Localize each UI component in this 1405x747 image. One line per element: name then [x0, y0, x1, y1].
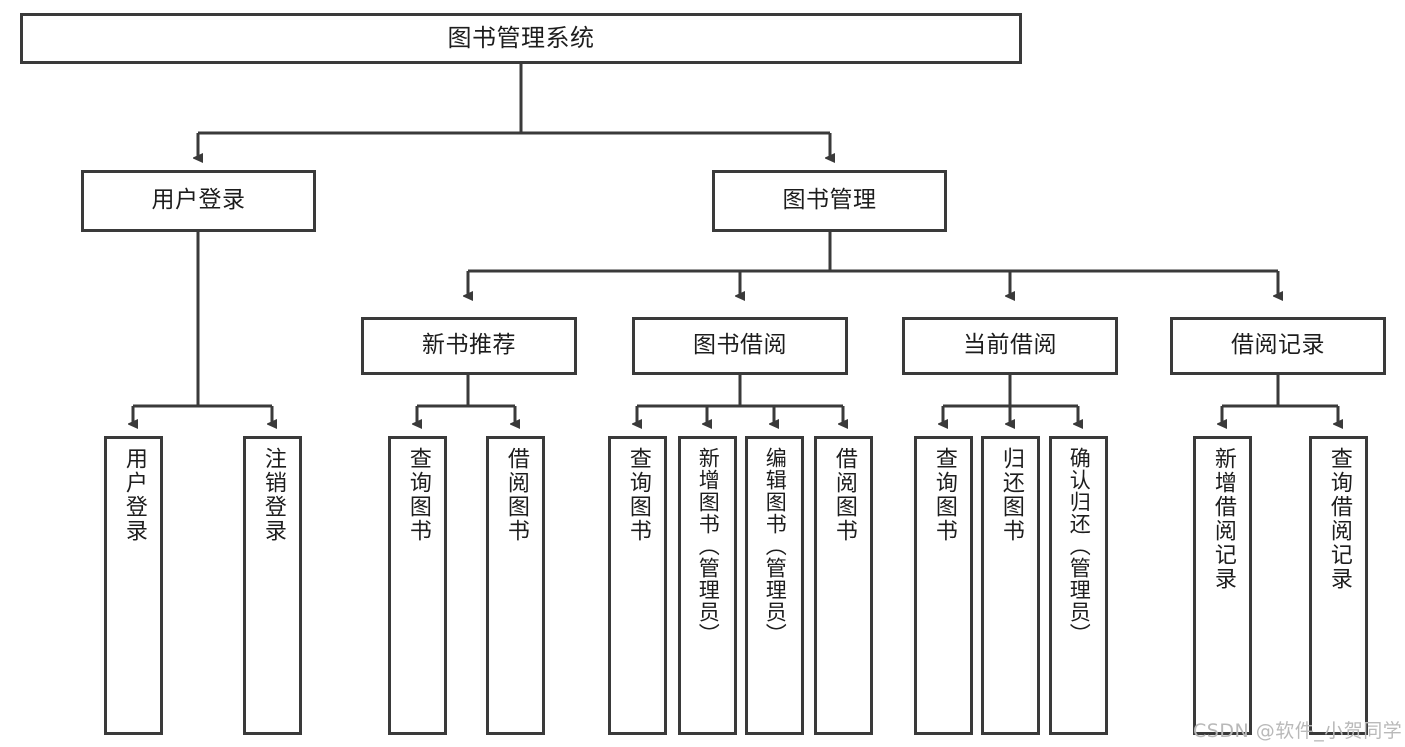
node-label: 新增图书（管理员）	[696, 447, 721, 645]
node-new-book-recommend[interactable]: 新书推荐	[361, 317, 577, 375]
node-book-borrow[interactable]: 图书借阅	[632, 317, 848, 375]
node-borrow-records[interactable]: 借阅记录	[1170, 317, 1386, 375]
leaf-borrow-records-query-record[interactable]: 查询借阅记录	[1309, 436, 1368, 735]
node-current-borrow[interactable]: 当前借阅	[902, 317, 1118, 375]
node-label: 编辑图书（管理员）	[763, 447, 788, 645]
leaf-user-login-logout[interactable]: 注销登录	[243, 436, 302, 735]
node-label: 图书管理	[782, 187, 877, 214]
leaf-book-borrow-add-book-admin[interactable]: 新增图书（管理员）	[678, 436, 737, 735]
node-book-management[interactable]: 图书管理	[712, 170, 947, 232]
csdn-watermark: CSDN @软件_小贺同学	[1193, 720, 1403, 742]
node-label: 借阅图书	[831, 447, 857, 543]
node-user-login[interactable]: 用户登录	[81, 170, 316, 232]
leaf-book-borrow-borrow-book[interactable]: 借阅图书	[814, 436, 873, 735]
leaf-current-borrow-query-book[interactable]: 查询图书	[914, 436, 973, 735]
node-label: 当前借阅	[963, 332, 1057, 359]
node-label: 用户登录	[121, 447, 147, 543]
node-label: 图书借阅	[693, 332, 787, 359]
node-root-book-management-system[interactable]: 图书管理系统	[20, 13, 1022, 64]
node-label: 借阅图书	[503, 447, 529, 543]
node-label: 注销登录	[260, 447, 286, 543]
leaf-current-borrow-return-book[interactable]: 归还图书	[981, 436, 1040, 735]
node-label: 查询借阅记录	[1326, 447, 1352, 591]
node-label: 确认归还（管理员）	[1067, 447, 1092, 645]
leaf-new-book-borrow-book[interactable]: 借阅图书	[486, 436, 545, 735]
leaf-book-borrow-edit-book-admin[interactable]: 编辑图书（管理员）	[745, 436, 804, 735]
leaf-current-borrow-confirm-return-admin[interactable]: 确认归还（管理员）	[1049, 436, 1108, 735]
leaf-user-login-login[interactable]: 用户登录	[104, 436, 163, 735]
node-label: 图书管理系统	[447, 24, 595, 53]
leaf-borrow-records-add-record[interactable]: 新增借阅记录	[1193, 436, 1252, 735]
node-label: 查询图书	[931, 447, 957, 543]
node-label: 归还图书	[998, 447, 1024, 543]
node-label: 查询图书	[625, 447, 651, 543]
leaf-new-book-query-book[interactable]: 查询图书	[388, 436, 447, 735]
leaf-book-borrow-query-book[interactable]: 查询图书	[608, 436, 667, 735]
node-label: 用户登录	[151, 187, 246, 214]
node-label: 新书推荐	[422, 332, 516, 359]
node-label: 查询图书	[405, 447, 431, 543]
node-label: 借阅记录	[1231, 332, 1325, 359]
node-label: 新增借阅记录	[1210, 447, 1236, 591]
